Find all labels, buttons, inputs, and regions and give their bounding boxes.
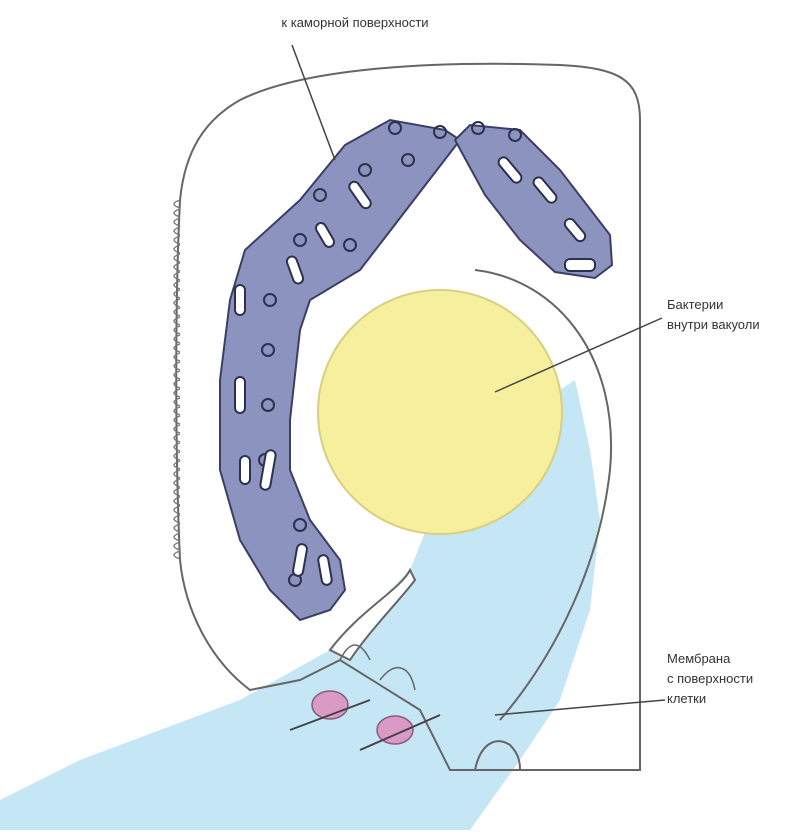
bacterium-vesicle <box>318 290 562 534</box>
rough-er-right <box>455 125 612 278</box>
er-cisterna <box>565 259 595 271</box>
label-vesicle-line2: внутри вакуоли <box>667 316 792 333</box>
er-cisterna <box>240 456 250 484</box>
label-membrane-line1: Мембрана <box>667 650 792 667</box>
label-top: к каморной поверхности <box>195 14 515 31</box>
label-vesicle-line1: Бактерии <box>667 296 792 313</box>
leader-top <box>292 45 335 160</box>
label-membrane-line3: клетки <box>667 690 792 707</box>
er-cisterna <box>235 285 245 315</box>
label-membrane-line2: с поверхности <box>667 670 792 687</box>
er-cisterna <box>235 377 245 413</box>
